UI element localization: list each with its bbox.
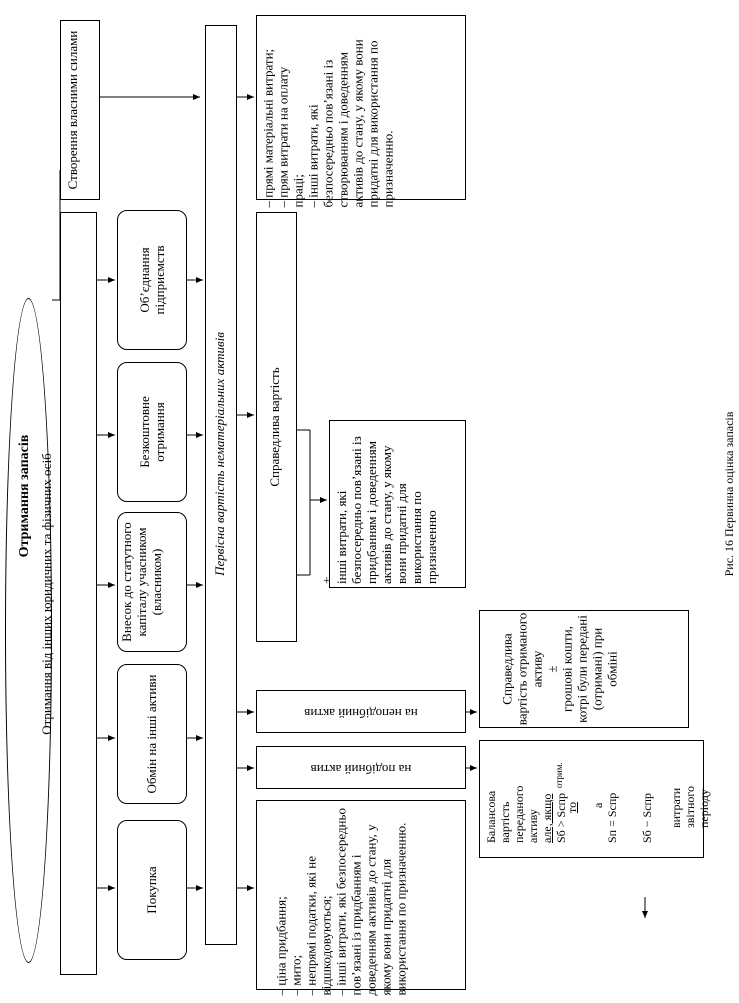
method-contribution-box <box>117 512 187 652</box>
method-purchase-label: Покупка <box>144 866 159 914</box>
cost-purchase-text: – ціна придбання; – мито; – непрямі пода… <box>273 808 409 996</box>
method-exchange-label: Обмін на інші активи <box>144 674 159 794</box>
exchange-similar-label: на подібний актив <box>310 762 412 777</box>
detail-line: отрим. <box>554 762 564 788</box>
method-purchase-box <box>117 820 187 960</box>
detail-line: Sп = Sспр <box>605 792 619 843</box>
detail-line: активу <box>526 809 540 843</box>
fair-plus-box <box>329 420 466 588</box>
cost-own-box <box>256 15 466 200</box>
method-free-box <box>117 362 187 502</box>
detail-line: переданого <box>512 785 526 843</box>
others-label: Отримання від інших юридичних та фізични… <box>39 453 54 735</box>
detail-line: періоду <box>697 789 711 828</box>
method-exchange-box <box>117 664 187 804</box>
exchange-similar-box <box>256 746 466 789</box>
detail-line: а <box>591 802 605 808</box>
method-free-label: Безкоштовне отримання <box>137 396 167 468</box>
exchange-similar-detail: Балансова вартість переданого активу але… <box>484 745 711 853</box>
detail-line: Балансова <box>484 790 498 843</box>
method-merger-label: Об’єднання підприємств <box>137 245 167 315</box>
root-ellipse <box>5 298 52 963</box>
detail-line: витрати <box>669 787 683 828</box>
fair-value-label: Справедлива вартість <box>267 367 282 487</box>
exchange-similar-detail-box <box>479 740 704 858</box>
detail-line: Sб − Sспр <box>640 793 654 843</box>
exchange-dissimilar-detail: Справедлива вартість отриманого активу ±… <box>499 612 620 726</box>
detail-line: то <box>565 801 579 813</box>
method-merger-box <box>117 210 187 350</box>
own-creation-label: Створення власними силами <box>65 30 80 190</box>
own-creation-box <box>60 20 100 200</box>
central-bar-label: Первісна вартість нематеріальних активів <box>212 332 227 576</box>
fair-value-box <box>256 212 297 642</box>
cost-own-text: – прямі матеріальні витрати; – прям витр… <box>260 39 396 208</box>
detail-line: вартість <box>498 801 512 843</box>
exchange-dissimilar-box <box>256 690 466 733</box>
fair-plus-text: + інші витрати, які безпосередньо пов’яз… <box>319 436 439 584</box>
exchange-dissimilar-detail-box <box>479 610 689 728</box>
central-bar-box <box>205 25 237 945</box>
detail-line: звітного <box>683 785 697 828</box>
detail-line: але, якщо <box>540 793 554 843</box>
others-box <box>60 212 97 975</box>
exchange-dissimilar-label: на неподібний актив <box>304 706 418 721</box>
method-contribution-label: Внесок до статутного капіталу учасником … <box>119 522 164 642</box>
cost-purchase-box <box>256 800 466 990</box>
figure-caption: Рис. 16 Первинна оцінка запасів <box>722 411 736 577</box>
